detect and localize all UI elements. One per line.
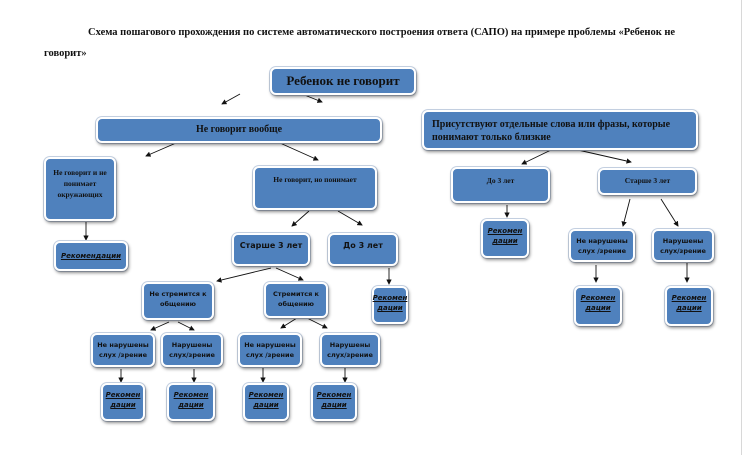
node-label: До 3 лет — [486, 176, 515, 185]
node-right-older-3: Старше 3 лет — [598, 168, 697, 195]
node-seeks-contact: Стремится к общению — [264, 282, 328, 318]
arrow — [577, 149, 632, 164]
arrow — [301, 93, 323, 103]
page-edge-line — [741, 0, 742, 455]
node-label: Стремится к общению — [273, 290, 319, 308]
node-label: До 3 лет — [343, 241, 383, 250]
arrow — [621, 198, 631, 227]
node-label: Не говорит, но понимает — [273, 175, 357, 184]
node-label: Не нарушены слух /зрение — [244, 341, 296, 359]
arrow — [177, 321, 195, 331]
node-no-speech-understands: Не говорит, но понимает — [253, 166, 377, 210]
node-c-impaired: Нарушены слух/зрение — [652, 229, 714, 262]
arrow — [521, 149, 552, 165]
node-left-older-3: Старше 3 лет — [232, 233, 310, 266]
node-label: Не стремится к общению — [149, 290, 207, 308]
node-a-not-impaired: Не нарушены слух /зрение — [91, 333, 155, 367]
node-right-under-3: До 3 лет — [451, 167, 550, 203]
node-b-not-impaired: Не нарушены слух /зрение — [238, 333, 302, 367]
recommendations-label[interactable]: Рекомендации — [60, 252, 122, 260]
node-label: Не говорит и не понимает окружающих — [53, 168, 107, 199]
node-root: Ребенок не говорит — [270, 67, 416, 95]
node-label: Присутствуют отдельные слова или фразы, … — [432, 119, 671, 143]
arrow — [145, 142, 177, 157]
node-not-speaking-at-all: Не говорит вообще — [96, 117, 382, 143]
node-label: Нарушены слух/зрение — [169, 341, 215, 359]
arrow — [306, 317, 328, 329]
node-label: Не говорит вообще — [195, 124, 283, 135]
node-label: Старше 3 лет — [624, 176, 671, 185]
recommendations-link[interactable]: Рекомендации — [54, 241, 128, 271]
arrow — [660, 198, 679, 227]
node-c-not-impaired: Не нарушены слух /зрение — [569, 229, 635, 262]
arrow — [280, 317, 298, 329]
arrow — [275, 267, 304, 281]
arrow — [279, 142, 319, 161]
arrow — [291, 210, 310, 227]
node-label: Нарушены слух/зрение — [660, 237, 706, 255]
arrow — [337, 210, 363, 226]
arrow — [150, 321, 170, 331]
node-label: Старше 3 лет — [239, 241, 303, 250]
arrow — [221, 93, 241, 105]
node-b-impaired: Нарушены слух/зрение — [320, 333, 380, 367]
node-a-impaired: Нарушены слух/зрение — [161, 333, 223, 367]
node-label: Нарушены слух/зрение — [327, 341, 373, 359]
node-label: Не нарушены слух /зрение — [97, 341, 149, 359]
node-label: Не нарушены слух /зрение — [576, 237, 628, 255]
node-isolated-words: Присутствуют отдельные слова или фразы, … — [422, 110, 698, 150]
page-title: Схема пошагового прохождения по системе … — [44, 27, 676, 59]
node-no-speech-no-understanding: Не говорит и не понимает окружающих — [44, 157, 116, 221]
node-label: Ребенок не говорит — [286, 73, 400, 88]
node-left-under-3: До 3 лет — [328, 233, 398, 266]
arrow — [216, 267, 272, 283]
node-no-seek-contact: Не стремится к общению — [142, 282, 214, 320]
